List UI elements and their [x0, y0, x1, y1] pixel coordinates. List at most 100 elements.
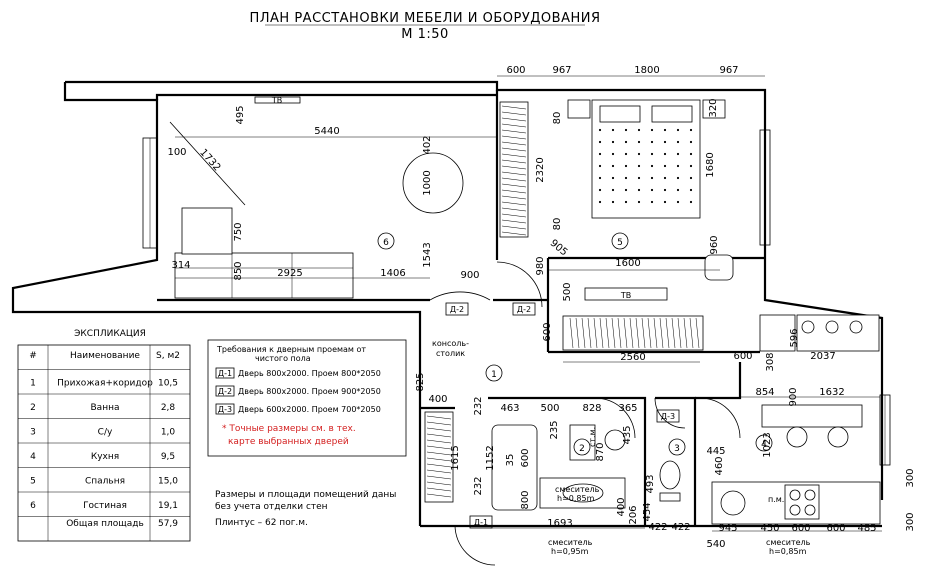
walls: [11, 80, 884, 528]
dim-800: 800: [520, 490, 531, 509]
explication-grid: [17, 344, 191, 542]
hob: [784, 484, 820, 520]
tv-label-bedroom: ТВ: [620, 291, 631, 300]
room-number-6: 6: [383, 238, 389, 248]
door-tag-2: Д-2: [517, 305, 531, 314]
wm-label: ст.м.: [588, 427, 597, 447]
dim-400a: 400: [428, 394, 447, 405]
bed-dot: [650, 128, 654, 132]
dim-1152: 1152: [485, 445, 496, 470]
expl-row-name: С/у: [98, 428, 113, 438]
bed-dot: [650, 188, 654, 192]
wardrobe-entrance: [424, 411, 454, 503]
expl-row-name: Кухня: [91, 452, 119, 462]
door-req-code-box-3: [215, 403, 235, 415]
expl-row-area: 2,8: [161, 403, 176, 413]
bed-dot: [650, 176, 654, 180]
hatch-line: [641, 317, 646, 349]
dim-1693: 1693: [547, 518, 572, 529]
hatch-line: [426, 433, 452, 438]
hatch-line: [635, 317, 640, 349]
hatch-line: [426, 421, 452, 426]
hatch-line: [599, 317, 604, 349]
bed-dot: [611, 152, 615, 156]
dim-2320: 2320: [535, 157, 546, 182]
bed-dot: [637, 152, 641, 156]
hatch-line: [426, 487, 452, 492]
door-req-text-2: Дверь 800x2000. Проем 900*2050: [238, 387, 381, 396]
door-arc-wc: [654, 397, 686, 429]
expl-row-name: Гостиная: [83, 501, 127, 511]
bed-dot: [650, 164, 654, 168]
dim-1023: 1023: [762, 432, 773, 457]
dim-232a: 232: [473, 396, 484, 415]
door-arc-entrance: [454, 524, 496, 566]
bath-basin-round: [604, 429, 626, 451]
dim-445: 445: [706, 446, 725, 457]
plan-title: ПЛАН РАССТАНОВКИ МЕБЕЛИ И ОБОРУДОВАНИЯ: [249, 11, 600, 26]
bed-dot: [637, 140, 641, 144]
dim-1543: 1543: [422, 242, 433, 267]
hatch-line: [501, 135, 527, 140]
bed-dot: [676, 128, 680, 132]
bed-dot: [650, 140, 654, 144]
dim-600c: 600: [733, 351, 752, 362]
dishwasher-label: п.м.: [768, 495, 784, 504]
bed-dot: [637, 200, 641, 204]
hatch-line: [501, 141, 527, 146]
dim-967a: 967: [552, 65, 571, 76]
dim-308: 308: [765, 352, 776, 371]
wardrobe-entrance-hatch: [426, 415, 452, 498]
sofa: [174, 252, 354, 299]
door-tag-box-3: [469, 515, 493, 529]
door-req-code-box-2: [215, 385, 235, 397]
hatch-line: [501, 231, 527, 236]
plan-scale: М 1:50: [401, 27, 449, 42]
door-req-heading-2: чистого пола: [255, 354, 311, 363]
dim-1406: 1406: [380, 268, 405, 279]
door-req-note-1: * Точные размеры см. в тех.: [222, 424, 356, 434]
dim-2925: 2925: [277, 268, 302, 279]
hatch-line: [569, 317, 574, 349]
room-number-1: 1: [491, 370, 497, 380]
room-numbers: 6 5 1 2 3 4: [377, 232, 773, 456]
hatch-line: [501, 177, 527, 182]
hatch-line: [426, 475, 452, 480]
door-arc-living: [429, 291, 491, 301]
dim-600f: 600: [826, 523, 845, 534]
dim-422a: 422: [648, 522, 667, 533]
hatch-line: [629, 317, 634, 349]
room-circle-1: [485, 364, 503, 382]
door-tag-4: Д-3: [661, 412, 675, 421]
burner-1: [789, 489, 801, 501]
expl-row-num: 2: [30, 403, 36, 413]
bed-dot: [611, 188, 615, 192]
dim-450: 450: [760, 523, 779, 534]
hall-furniture: [424, 314, 880, 503]
hatch-line: [426, 469, 452, 474]
cushion-2: [825, 320, 839, 334]
dim-1615: 1615: [450, 445, 461, 470]
hatch-line: [617, 317, 622, 349]
door-tag-box-2: [512, 302, 536, 316]
sofa-chaise: [181, 207, 233, 255]
bed-pattern: [598, 128, 693, 204]
hatch-line: [426, 439, 452, 444]
bed-dot: [598, 164, 602, 168]
bed-dot: [650, 200, 654, 204]
bed-dot: [598, 188, 602, 192]
dim-600b: 600: [542, 322, 553, 341]
wall-north-east: [65, 80, 884, 500]
wardrobe-hall: [562, 315, 704, 351]
dim-100: 100: [167, 147, 186, 158]
dim-422b: 422: [671, 522, 690, 533]
dim-540: 540: [706, 539, 725, 550]
expl-col-num: #: [29, 351, 37, 361]
fixture-labels: консоль- столик смеситель h=0,85m смесит…: [432, 339, 811, 556]
bed-dot: [611, 176, 615, 180]
stool-2: [827, 426, 849, 448]
nightstand-left: [567, 99, 591, 119]
room-number-3: 3: [674, 444, 680, 454]
dim-500a: 500: [562, 282, 573, 301]
bed-dot: [624, 128, 628, 132]
